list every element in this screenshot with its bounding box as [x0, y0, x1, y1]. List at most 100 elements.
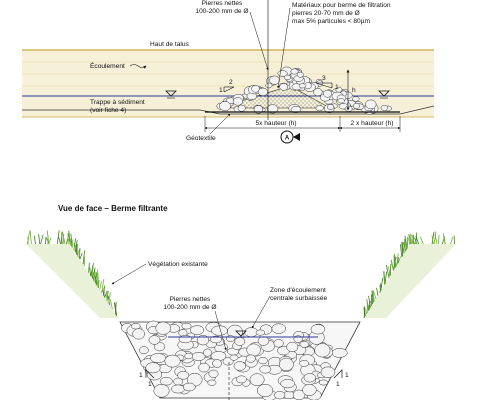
vegetation-leader — [111, 263, 147, 285]
stone — [274, 390, 286, 400]
stone — [182, 382, 196, 392]
stones-size-label: 100-200 mm de Ø — [195, 8, 248, 15]
slope-left-unit: 1 — [219, 87, 223, 94]
filter-leader — [277, 7, 291, 89]
stone — [249, 373, 265, 387]
stone — [150, 353, 167, 364]
zone-leader — [251, 295, 271, 329]
grass-blade — [62, 234, 65, 245]
grass-blade — [104, 290, 108, 298]
stone — [208, 369, 219, 378]
grass-blade — [77, 249, 80, 256]
filter-material-1: Matériaux pour berme de filtration — [292, 2, 391, 9]
stone — [290, 68, 299, 75]
stone — [235, 375, 247, 384]
grass-blade — [431, 231, 435, 245]
grass-blade — [388, 266, 391, 276]
grass-blade — [376, 287, 379, 296]
bank-top-label: Haut de talus — [150, 41, 190, 48]
grass-blade — [40, 234, 44, 245]
length-dimensions: 5x hauteur (h) 2 x hauteur (h) — [204, 116, 401, 132]
grass-blade — [400, 244, 403, 258]
grass-blade — [404, 241, 408, 250]
grass-blade — [38, 233, 41, 245]
stone — [318, 379, 329, 386]
bank-hatch — [22, 61, 434, 87]
grass-blade — [411, 235, 416, 245]
grass-blade — [380, 283, 382, 291]
grass-blade — [394, 254, 397, 267]
zone-label-1: Zone d'écoulement — [270, 287, 326, 294]
grass-blade — [29, 230, 32, 245]
grass-blade — [79, 247, 81, 259]
grass-blade — [110, 299, 113, 310]
grass-blade — [101, 279, 105, 293]
stone — [259, 365, 272, 374]
grass-blade — [383, 271, 385, 285]
front-slope-right-bottom: 1 — [336, 381, 340, 388]
zone-label-2: centrale surbaissée — [270, 295, 328, 302]
vegetation-label: Végétation existante — [148, 261, 208, 268]
stone — [271, 323, 286, 334]
stone — [315, 105, 324, 112]
stone — [210, 351, 227, 361]
stone — [302, 384, 317, 396]
grass-blade — [411, 234, 414, 245]
grass-blade — [438, 234, 440, 245]
stone — [245, 354, 256, 363]
grass-blade — [441, 236, 445, 245]
grass-blade — [408, 234, 410, 245]
grass-blade — [90, 266, 94, 277]
front-slope-right-top: 1 — [345, 372, 349, 379]
grass-blade — [393, 255, 395, 269]
grass-blade — [368, 300, 371, 311]
stone — [280, 379, 296, 389]
slope-mark-left: 2 1 — [219, 79, 235, 94]
grass-blade — [431, 235, 434, 245]
grass-blade — [415, 232, 418, 245]
grass-blade — [33, 235, 36, 245]
grass-blade — [88, 262, 90, 273]
front-water-level-icon — [235, 330, 247, 337]
stone — [331, 348, 348, 358]
grass-blade — [401, 242, 403, 256]
stone — [153, 384, 170, 398]
grass-blade — [410, 233, 412, 245]
stone — [323, 89, 332, 98]
stone — [380, 104, 388, 111]
grass-blade — [401, 241, 405, 254]
grass-blade — [57, 236, 62, 245]
stone — [219, 101, 231, 112]
front-stones-label-2: 100-200 mm de Ø — [163, 304, 216, 311]
stone — [286, 341, 299, 353]
section-marker-label: A — [285, 136, 290, 142]
stone — [279, 83, 289, 91]
grass-blade — [368, 295, 371, 308]
right-grass — [363, 231, 456, 318]
stone — [258, 357, 268, 365]
left-grass — [26, 230, 118, 318]
stone — [257, 383, 274, 398]
stone — [178, 335, 192, 344]
grass-blade — [434, 233, 438, 245]
stone — [352, 96, 360, 102]
grass-blade — [398, 256, 401, 263]
stone — [171, 384, 185, 394]
front-stones-label-1: Pierres nettes — [170, 296, 211, 303]
stone — [181, 322, 192, 330]
stone — [229, 354, 239, 361]
stone — [233, 361, 246, 371]
stones-top-label: Pierres nettes — [202, 0, 243, 7]
water-level-icon-right — [378, 90, 390, 99]
height-dimension: h — [346, 69, 356, 111]
geotextile-leader — [209, 113, 231, 135]
stone — [326, 104, 335, 110]
grass-blade — [26, 230, 31, 245]
grass-blade — [114, 302, 118, 317]
grass-blade — [419, 236, 424, 245]
geotextile-label: Géotextile — [186, 135, 216, 142]
grass-blade — [379, 285, 381, 292]
grass-blade — [414, 237, 418, 245]
stone — [211, 325, 228, 336]
